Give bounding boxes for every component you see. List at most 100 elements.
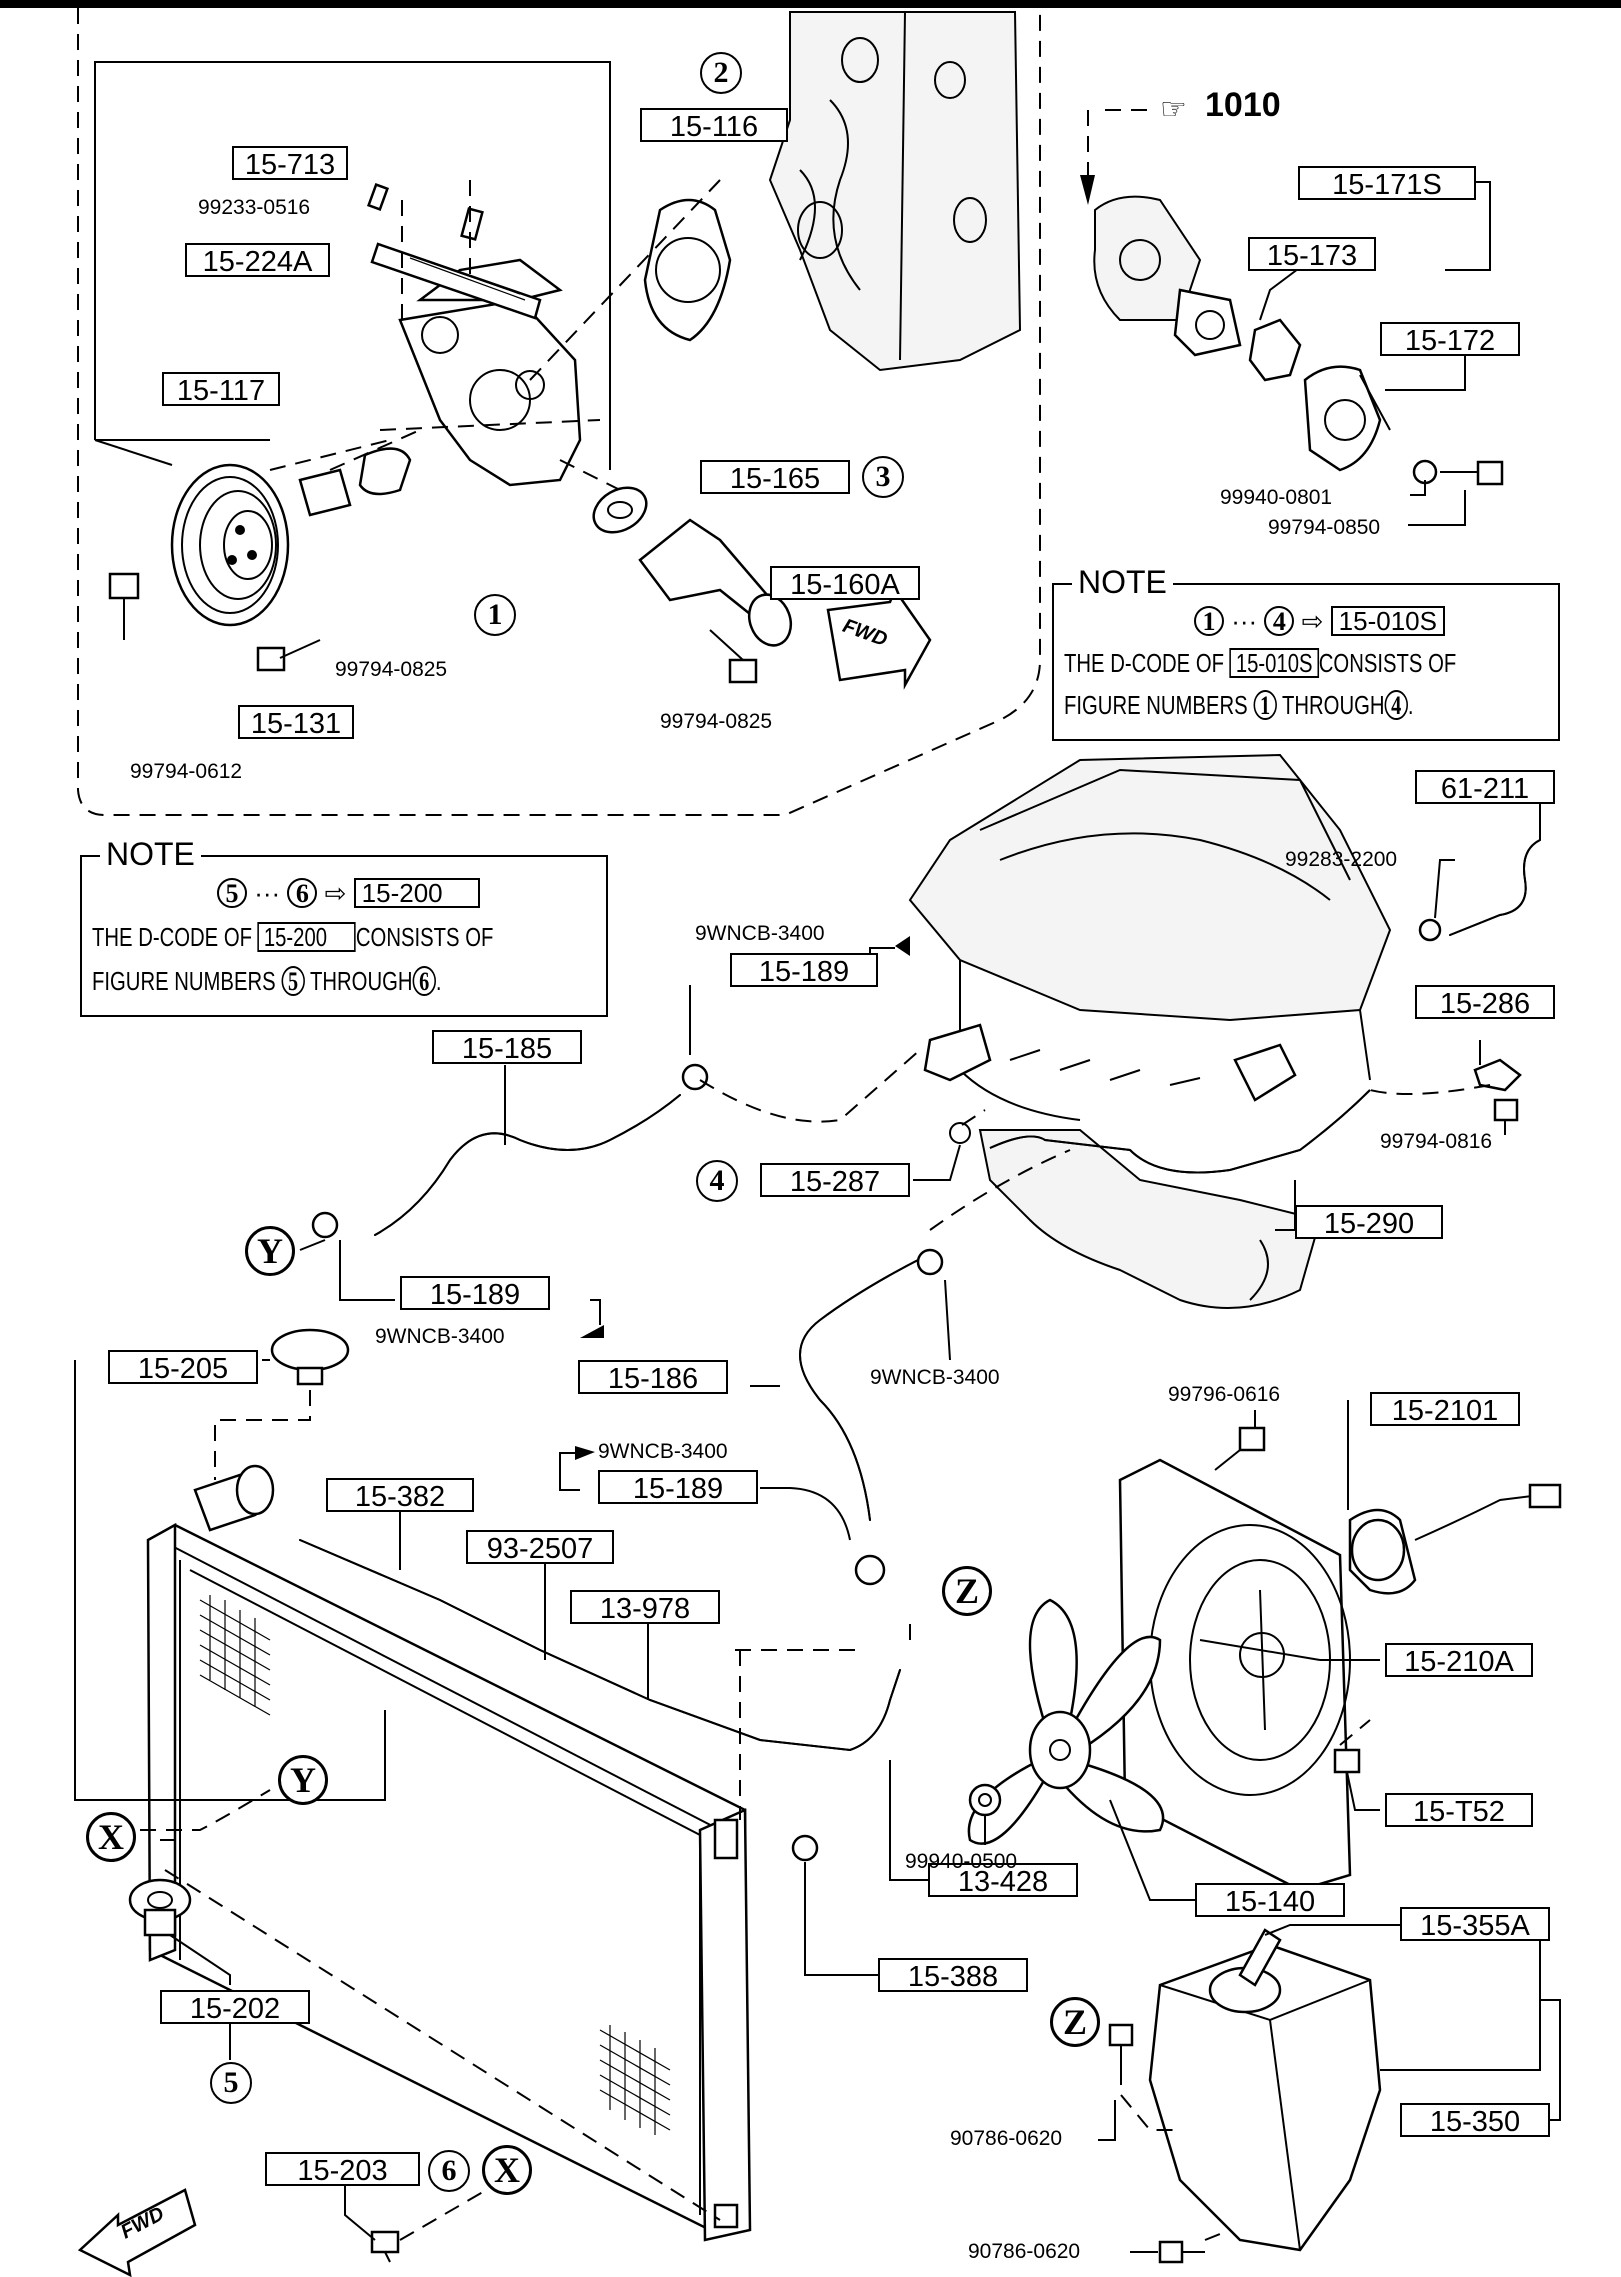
label-15-205: 15-205 [108, 1350, 258, 1385]
label-15-713: 15-713 [232, 146, 348, 181]
label-15-160A: 15-160A [770, 566, 920, 601]
radiator-shape [146, 1464, 752, 2242]
label-15-210A: 15-210A [1385, 1643, 1533, 1678]
part-number-99794-0825-a: 99794-0825 [335, 658, 448, 681]
label-15-224A: 15-224A [185, 243, 330, 278]
sensor-shape [923, 1023, 1297, 1102]
label-15-186: 15-186 [578, 1360, 728, 1395]
label-13-428: 13-428 [928, 1863, 1078, 1898]
label-15-290: 15-290 [1295, 1205, 1443, 1240]
part-number-9WNCB-3400-b: 9WNCB-3400 [375, 1325, 505, 1348]
fitting-15-117-shape [298, 447, 412, 517]
clamp-15-388-shape [791, 1834, 819, 1862]
note2-line-1: 5 ··· 6 ⇨ 15-200 [217, 877, 480, 909]
reference-page-number: 1010 [1205, 86, 1281, 124]
figure-callout-4: 4 [696, 1160, 738, 1202]
figure-callout-6: 6 [428, 2150, 470, 2192]
label-15-350: 15-350 [1400, 2103, 1550, 2138]
label-15-171S: 15-171S [1298, 166, 1476, 201]
part-number-90786-0620-b: 90786-0620 [968, 2240, 1081, 2263]
note-box-radiator: NOTE 5 ··· 6 ⇨ 15-200 THE D-CODE OF 15-2… [80, 837, 608, 1017]
label-15-2101: 15-2101 [1370, 1392, 1520, 1427]
label-15-189-top: 15-189 [730, 953, 878, 988]
bolt-99794-0825-a-shape [256, 639, 321, 672]
coolant-reservoir-shape [1148, 1928, 1382, 2252]
part-number-99794-0825-b: 99794-0825 [660, 710, 773, 733]
gasket-15-165-shape [592, 486, 648, 534]
note-box-water-pump: NOTE 1 ··· 4 ⇨ 15-010S THE D-CODE OF 15-… [1052, 565, 1560, 741]
bolt-99794-0825-b-shape [709, 629, 758, 684]
o-ring-15-287-shape [949, 1122, 971, 1144]
label-15-388: 15-388 [878, 1958, 1028, 1993]
label-15-185: 15-185 [432, 1030, 582, 1065]
part-number-99794-0612: 99794-0612 [130, 760, 243, 783]
label-15-131: 15-131 [238, 705, 354, 740]
engine-block [768, 11, 1022, 372]
top-border [0, 0, 1621, 8]
label-15-355A: 15-355A [1400, 1907, 1550, 1942]
callout-Y-top: Y [245, 1226, 295, 1276]
bolt-99794-0612-shape [108, 572, 140, 640]
fwd-arrow-left-icon [77, 2188, 197, 2277]
bolt-90786-0620-b-shape [1158, 2240, 1205, 2264]
label-93-2507: 93-2507 [466, 1530, 614, 1565]
bolt-99796-0616-shape [1214, 1426, 1266, 1471]
label-15-382: 15-382 [326, 1478, 474, 1513]
label-15-165: 15-165 [700, 460, 850, 495]
label-61-211: 61-211 [1415, 770, 1555, 805]
note-title: NOTE [1072, 565, 1173, 599]
dashed-group-boundary [77, 8, 1041, 816]
drain-plug-shape [370, 2230, 400, 2263]
label-15-203: 15-203 [265, 2152, 420, 2187]
gasket-15-116-shape [643, 198, 732, 342]
label-15-173: 15-173 [1248, 237, 1376, 272]
callout-X-plug: X [482, 2145, 532, 2195]
part-number-99794-0816: 99794-0816 [1380, 1130, 1493, 1153]
part-number-9WNCB-3400-a: 9WNCB-3400 [695, 922, 825, 945]
hose-15-186-shape [799, 1259, 919, 1521]
figure-callout-1: 1 [474, 594, 516, 636]
label-15-172: 15-172 [1380, 322, 1520, 357]
callout-X-radiator: X [86, 1812, 136, 1862]
reference-pointer: ☞ [1160, 93, 1187, 126]
note-title-2: NOTE [100, 837, 201, 871]
part-number-90786-0620-a: 90786-0620 [950, 2127, 1063, 2150]
thermostat-housing-shape [1093, 195, 1391, 472]
callout-Z-hose: Z [942, 1566, 992, 1616]
bolt-15-T52-shape [1333, 1748, 1380, 1811]
mount-15-202-shape [128, 1878, 192, 1937]
label-15-116: 15-116 [640, 108, 788, 143]
part-number-99940-0801: 99940-0801 [1220, 486, 1333, 509]
label-15-287: 15-287 [760, 1163, 910, 1198]
callout-Y-radiator: Y [278, 1755, 328, 1805]
radiator-cap-shape [270, 1328, 350, 1386]
note-line-1: 1 ··· 4 ⇨ 15-010S [1194, 605, 1445, 637]
sensor-15-286-shape [1473, 1058, 1522, 1122]
part-number-99940-0500: 99940-0500 [905, 1850, 1018, 1873]
part-number-99283-2200: 99283-2200 [1285, 848, 1398, 871]
note-to-number: 4 [1264, 606, 1295, 636]
clamp-99283-2200-shape [1418, 918, 1442, 942]
radiator-core-hatch [199, 1595, 671, 2135]
label-13-978: 13-978 [570, 1590, 720, 1625]
label-15-140: 15-140 [1195, 1883, 1345, 1918]
part-number-9WNCB-3400-d: 9WNCB-3400 [598, 1440, 728, 1463]
thermostat-bolts-shape [1412, 459, 1504, 486]
label-15-189-mid: 15-189 [400, 1276, 550, 1311]
label-15-286: 15-286 [1415, 985, 1555, 1020]
part-number-99233-0516: 99233-0516 [198, 196, 311, 219]
callout-Z-reservoir: Z [1050, 1997, 1100, 2047]
clamp-top-shape [681, 1063, 709, 1091]
figure-callout-3: 3 [862, 456, 904, 498]
bolt-90786-0620-a-shape [1108, 2023, 1134, 2085]
hose-15-185-shape [374, 1094, 681, 1236]
note-from-number: 1 [1194, 606, 1224, 636]
pump-frame [94, 61, 611, 470]
part-number-99794-0850: 99794-0850 [1268, 516, 1381, 539]
label-15-T52: 15-T52 [1385, 1793, 1533, 1828]
